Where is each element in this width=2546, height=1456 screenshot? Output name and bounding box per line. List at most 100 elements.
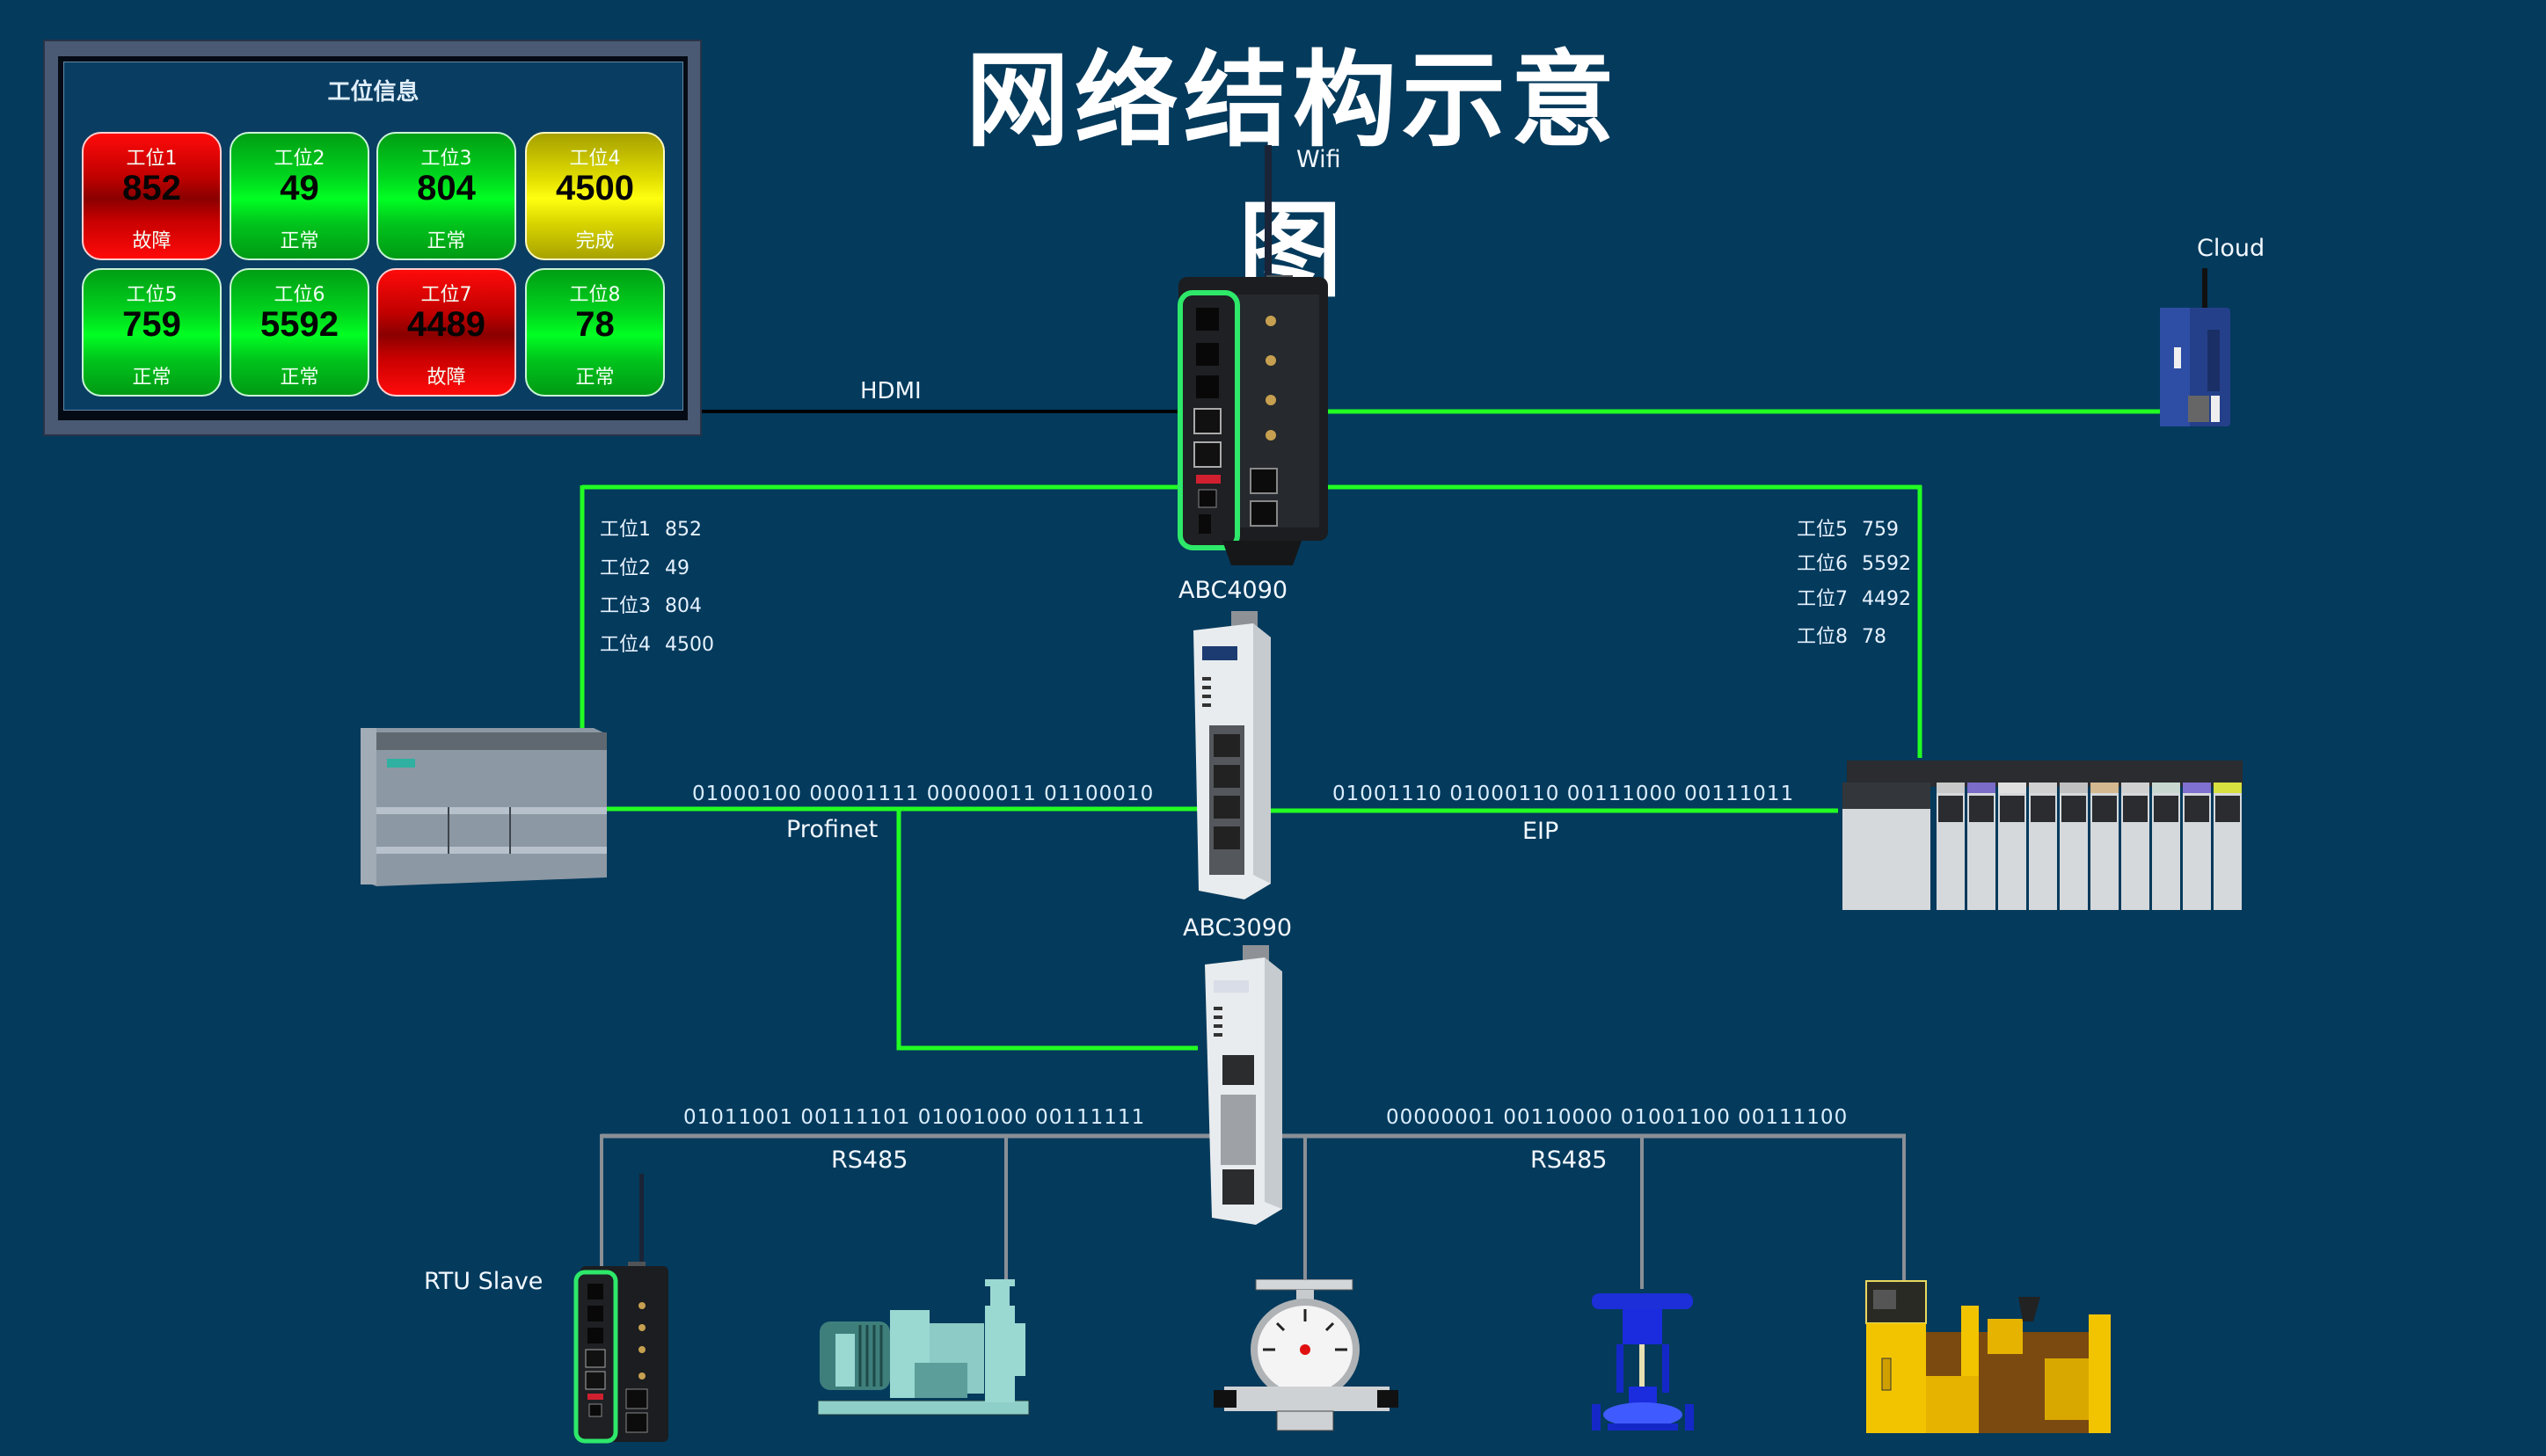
cloud-gateway-device[interactable] xyxy=(2153,268,2241,435)
rack-module-panel xyxy=(2000,796,2024,822)
station-name: 工位1 xyxy=(126,148,178,170)
station-value: 759 xyxy=(122,305,181,344)
pump-icon xyxy=(818,1279,1030,1416)
rack-module-header xyxy=(1967,783,1995,793)
pressure-gauge-icon xyxy=(1214,1279,1398,1431)
readout-value: 804 xyxy=(665,595,702,617)
station-value: 804 xyxy=(417,169,476,207)
profinet-bitstream: 01000100 00001111 00000011 01100010 xyxy=(692,783,1155,805)
rack-module-panel xyxy=(2123,796,2148,822)
wifi-antenna-icon xyxy=(1265,145,1272,286)
abc3090-gateway-lower-device[interactable] xyxy=(1194,945,1291,1227)
station-value: 49 xyxy=(280,169,319,207)
rack-module-panel xyxy=(2185,796,2209,822)
station-status: 正常 xyxy=(280,367,319,389)
rs485-left-bitstream: 01011001 00111101 01001000 00111111 xyxy=(683,1106,1146,1129)
readout-station: 工位2 xyxy=(600,557,651,579)
station-status: 故障 xyxy=(427,367,466,389)
readout-station: 工位4 xyxy=(600,634,651,656)
rack-slots xyxy=(1937,783,2242,910)
eip-bitstream: 01001110 01000110 00111000 00111011 xyxy=(1332,783,1795,805)
readout-row: 工位1 852 xyxy=(600,513,702,542)
rack-module-header xyxy=(1937,783,1965,793)
rack-module-header xyxy=(1998,783,2026,793)
rack-module-header xyxy=(2152,783,2180,793)
right-plc-rack-device[interactable] xyxy=(1838,756,2247,914)
station-status: 正常 xyxy=(132,367,171,389)
wifi-label: Wifi xyxy=(1296,146,1341,173)
station-name: 工位2 xyxy=(274,148,325,170)
readout-value: 5592 xyxy=(1862,553,1911,575)
rack-module-panel xyxy=(2061,796,2086,822)
station-value: 4489 xyxy=(407,305,485,344)
eip-label: EIP xyxy=(1522,818,1559,845)
station-status: 正常 xyxy=(280,230,319,252)
rs485-right-bitstream: 00000001 00110000 01001100 00111100 xyxy=(1386,1106,1849,1129)
readout-value: 852 xyxy=(665,519,702,541)
station-status: 完成 xyxy=(575,230,615,252)
rtu-slave-device[interactable] xyxy=(573,1174,675,1455)
readout-value: 4492 xyxy=(1862,588,1911,610)
hdmi-label: HDMI xyxy=(860,378,922,404)
readout-value: 78 xyxy=(1862,626,1886,648)
station-name: 工位5 xyxy=(126,284,178,306)
readout-row: 工位7 4492 xyxy=(1797,583,1911,611)
rtu-slave-label: RTU Slave xyxy=(424,1268,543,1295)
hmi-title: 工位信息 xyxy=(327,79,419,106)
rack-module-panel xyxy=(2092,796,2117,822)
rack-module-panel xyxy=(2215,796,2240,822)
station-name: 工位3 xyxy=(420,148,472,170)
readout-station: 工位5 xyxy=(1797,519,1848,541)
control-valve-icon xyxy=(1592,1293,1694,1431)
readout-row: 工位3 804 xyxy=(600,590,702,618)
station-status: 正常 xyxy=(575,367,615,389)
station-name: 工位7 xyxy=(420,284,472,306)
generator-icon xyxy=(1865,1280,2111,1433)
station-value: 5592 xyxy=(260,305,339,344)
gateway-top-label: ABC4090 xyxy=(1178,577,1288,604)
station-name: 工位8 xyxy=(569,284,621,306)
rack-module-header xyxy=(2121,783,2149,793)
station-name: 工位6 xyxy=(274,284,325,306)
station-name: 工位4 xyxy=(569,148,621,170)
rack-module-header xyxy=(2060,783,2088,793)
rack-module-panel xyxy=(2154,796,2178,822)
readout-value: 759 xyxy=(1862,519,1899,541)
rack-module-panel xyxy=(1938,796,1963,822)
rack-module-header xyxy=(2090,783,2119,793)
abc4090-gateway-device[interactable] xyxy=(1170,145,1328,567)
readout-station: 工位6 xyxy=(1797,553,1848,575)
left-plc-device[interactable] xyxy=(361,724,611,891)
gateway-mid-label: ABC3090 xyxy=(1183,914,1293,942)
cloud-label: Cloud xyxy=(2197,235,2265,262)
readout-station: 工位3 xyxy=(600,595,651,617)
readout-value: 49 xyxy=(665,557,689,579)
rs485-left-label: RS485 xyxy=(831,1147,908,1174)
readout-row: 工位5 759 xyxy=(1797,513,1899,542)
profinet-label: Profinet xyxy=(786,816,879,843)
readout-row: 工位6 5592 xyxy=(1797,548,1911,576)
profinet-branch xyxy=(896,809,1198,1051)
readout-row: 工位2 49 xyxy=(600,552,689,580)
abc3090-gateway-upper-device[interactable] xyxy=(1183,611,1280,901)
readout-station: 工位1 xyxy=(600,519,651,541)
rack-module-panel xyxy=(1969,796,1994,822)
readout-station: 工位7 xyxy=(1797,588,1848,610)
station-value: 4500 xyxy=(556,169,634,207)
station-status: 故障 xyxy=(132,230,171,252)
station-value: 852 xyxy=(122,169,181,207)
rack-module-header xyxy=(2214,783,2242,793)
page-title: 网络结构示意图 xyxy=(965,40,1620,311)
rack-module-panel xyxy=(2031,796,2055,822)
rack-module-header xyxy=(2183,783,2211,793)
